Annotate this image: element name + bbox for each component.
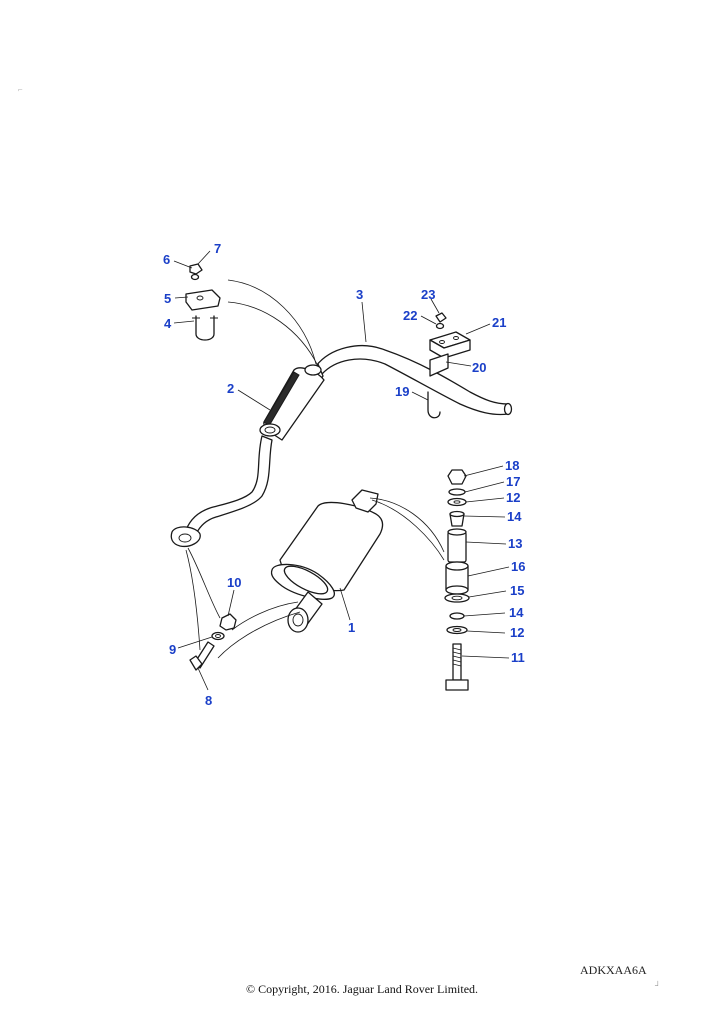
callout-leaders (173, 250, 510, 691)
mounting-stack (444, 469, 470, 691)
callout-21: 21 (492, 315, 506, 330)
callout-16: 16 (511, 559, 525, 574)
intermediate-pipe (315, 345, 513, 416)
callout-12a: 12 (506, 490, 520, 505)
callout-8: 8 (205, 693, 212, 708)
callout-14a: 14 (507, 509, 522, 524)
copyright-notice: © Copyright, 2016. Jaguar Land Rover Lim… (245, 982, 479, 996)
rear-silencer (270, 489, 384, 633)
callout-11: 11 (511, 650, 525, 665)
clamp-assembly (185, 263, 221, 341)
callout-18: 18 (505, 458, 519, 473)
callout-15: 15 (510, 583, 524, 598)
corner-mark: ┘ (654, 980, 661, 990)
callout-23: 23 (421, 287, 435, 302)
callout-14b: 14 (509, 605, 524, 620)
callout-5: 5 (164, 291, 171, 306)
callout-2: 2 (227, 381, 234, 396)
front-silencer-pipe (170, 363, 325, 548)
leader-arcs (185, 279, 445, 659)
callout-6: 6 (163, 252, 170, 267)
callout-13: 13 (508, 536, 522, 551)
callout-4: 4 (164, 316, 172, 331)
callout-10: 10 (227, 575, 241, 590)
callout-19: 19 (395, 384, 409, 399)
corner-mark: ⌐ (18, 85, 23, 94)
callout-17: 17 (506, 474, 520, 489)
callout-22: 22 (403, 308, 417, 323)
callout-12b: 12 (510, 625, 524, 640)
callout-1: 1 (348, 620, 355, 635)
illustration-code: ADKXAA6A (580, 963, 647, 977)
hanger-bracket-assembly (427, 312, 471, 419)
callout-labels: 1 2 3 4 5 6 7 8 9 10 11 12 12 13 14 14 1… (163, 241, 525, 708)
callout-7: 7 (214, 241, 221, 256)
callout-9: 9 (169, 642, 176, 657)
callout-20: 20 (472, 360, 486, 375)
callout-3: 3 (356, 287, 363, 302)
joint-fixings (189, 613, 237, 671)
